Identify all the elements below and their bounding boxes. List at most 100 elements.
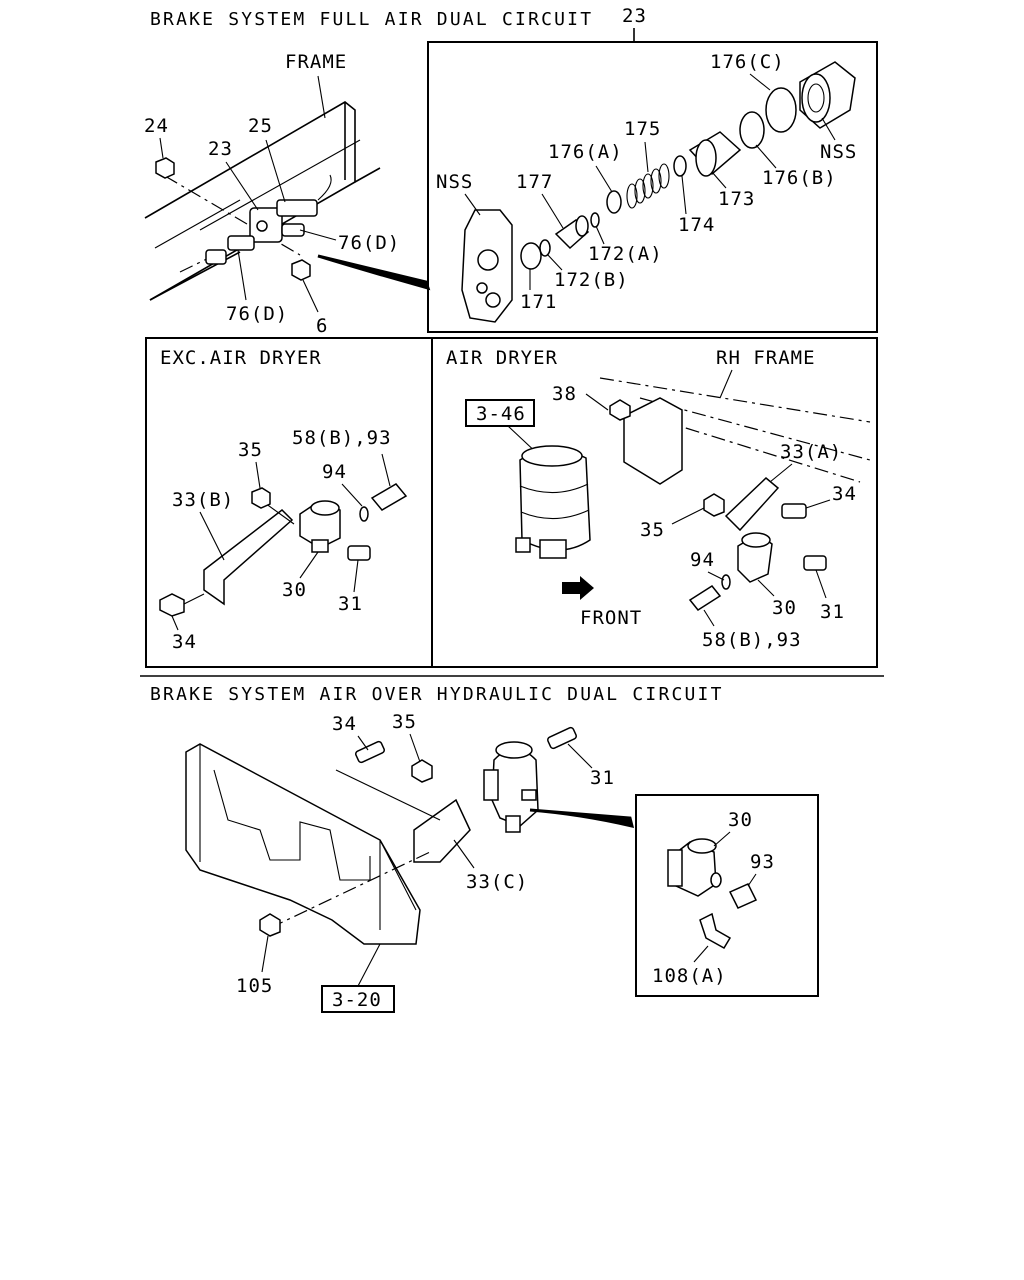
fitting-58b-93-air xyxy=(688,585,722,611)
part-175-spring xyxy=(626,163,670,209)
callout-33a: 33(A) xyxy=(780,441,842,463)
callout-38: 38 xyxy=(552,383,577,405)
callout-31-air: 31 xyxy=(820,601,845,623)
callout-6: 6 xyxy=(316,315,328,337)
callout-94: 94 xyxy=(322,461,347,483)
section-title-air-over-hydraulic: BRAKE SYSTEM AIR OVER HYDRAULIC DUAL CIR… xyxy=(150,684,724,705)
detail-box-hydraulic: 30 93 108(A) xyxy=(635,794,819,997)
front-label: FRONT xyxy=(580,607,642,629)
part-176c xyxy=(765,87,797,133)
bracket-33b xyxy=(203,509,294,606)
callout-25: 25 xyxy=(248,115,273,137)
detail-23-frame xyxy=(427,41,878,333)
nut-35-hyd xyxy=(411,759,433,783)
washer-94-air xyxy=(721,574,731,590)
ref-box-3-46[interactable] xyxy=(465,399,535,427)
callout-33b: 33(B) xyxy=(172,489,234,511)
bolt-6 xyxy=(291,259,311,281)
bolt-34 xyxy=(159,593,185,617)
detail-pointer-hyd xyxy=(529,808,635,829)
callout-105: 105 xyxy=(236,975,273,997)
detail-23-header: 23 xyxy=(622,5,647,27)
rh-frame-label: RH FRAME xyxy=(716,347,816,369)
part-176a xyxy=(606,190,622,214)
ref-3-46[interactable]: 3-46 xyxy=(476,403,526,425)
callout-31: 31 xyxy=(338,593,363,615)
callout-176c: 176(C) xyxy=(710,51,785,73)
part-172b xyxy=(539,239,551,257)
callout-31-hyd: 31 xyxy=(590,767,615,789)
panel-exc-air-dryer: EXC.AIR DRYER 58(B),93 35 94 33(B) 30 31… xyxy=(145,337,433,668)
part-172a xyxy=(590,212,600,228)
washer-94 xyxy=(359,506,369,522)
fitting-58b-93 xyxy=(370,483,408,511)
crossmember xyxy=(185,743,421,945)
bolt-34-air xyxy=(781,503,807,519)
panel-air-dryer-frame xyxy=(431,337,878,668)
frame-label: FRAME xyxy=(285,51,347,73)
bolt-31-hyd xyxy=(547,726,577,750)
frame-assembly-drawing: FRAME 24 25 23 76(D) 76(D) 6 xyxy=(144,51,431,337)
callout-34: 34 xyxy=(172,631,197,653)
callout-23: 23 xyxy=(208,138,233,160)
callout-30-detail: 30 xyxy=(728,809,753,831)
elbow-108a xyxy=(699,912,732,950)
nut-24 xyxy=(155,157,175,179)
exc-air-dryer-label: EXC.AIR DRYER xyxy=(160,347,322,369)
callout-nss-right: NSS xyxy=(820,141,857,163)
callout-172b: 172(B) xyxy=(554,269,629,291)
nut-35-air xyxy=(703,493,725,517)
callout-93-detail: 93 xyxy=(750,851,775,873)
detail-pointer xyxy=(317,254,431,291)
dryer-bracket xyxy=(623,397,683,485)
bracket-33a xyxy=(724,476,780,532)
callout-58b-93: 58(B),93 xyxy=(292,427,392,449)
frame-rail xyxy=(144,101,356,301)
part-174 xyxy=(673,155,687,177)
callout-nss-left: NSS xyxy=(436,171,473,193)
callout-171: 171 xyxy=(520,291,557,313)
part-176b xyxy=(739,111,765,149)
detail-box-23: 23 xyxy=(427,5,878,333)
nut-35 xyxy=(251,487,271,509)
panel-air-dryer: AIR DRYER RH FRAME 3-46 xyxy=(431,337,878,668)
callout-177: 177 xyxy=(516,171,553,193)
callout-33c: 33(C) xyxy=(466,871,528,893)
bolt-34-hyd xyxy=(355,740,385,764)
callout-76d-bottom: 76(D) xyxy=(226,303,288,325)
front-arrow-icon xyxy=(562,576,594,600)
callout-108a: 108(A) xyxy=(652,965,727,987)
callout-35-air: 35 xyxy=(640,519,665,541)
bolt-31 xyxy=(347,545,371,561)
callout-30: 30 xyxy=(282,579,307,601)
fitting-76d-lower xyxy=(227,235,255,251)
callout-34-air: 34 xyxy=(832,483,857,505)
air-dryer-label: AIR DRYER xyxy=(446,347,558,369)
callout-35: 35 xyxy=(238,439,263,461)
callout-176b: 176(B) xyxy=(762,167,837,189)
fitting-25 xyxy=(276,199,318,217)
ref-3-20[interactable]: 3-20 xyxy=(332,989,382,1011)
hydraulic-assembly-drawing: 34 35 31 33(C) 105 3-20 xyxy=(185,711,635,1013)
callout-34-hyd: 34 xyxy=(332,713,357,735)
section-title-full-air: BRAKE SYSTEM FULL AIR DUAL CIRCUIT xyxy=(150,9,593,30)
nut-38 xyxy=(609,399,631,421)
callout-176a: 176(A) xyxy=(548,141,623,163)
callout-173: 173 xyxy=(718,188,755,210)
callout-35-hyd: 35 xyxy=(392,711,417,733)
fitting-93-detail xyxy=(728,883,758,909)
bracket-33c xyxy=(413,798,471,863)
detail-hydraulic-frame xyxy=(635,794,819,997)
frame-leader xyxy=(317,75,326,119)
part-171 xyxy=(520,242,542,270)
callout-58b-93-air: 58(B),93 xyxy=(702,629,802,651)
callout-94-air: 94 xyxy=(690,549,715,571)
callout-174: 174 xyxy=(678,214,715,236)
callout-30-air: 30 xyxy=(772,597,797,619)
bolt-31-air xyxy=(803,555,827,571)
callout-24: 24 xyxy=(144,115,169,137)
callout-175: 175 xyxy=(624,118,661,140)
nut-105 xyxy=(259,913,281,937)
